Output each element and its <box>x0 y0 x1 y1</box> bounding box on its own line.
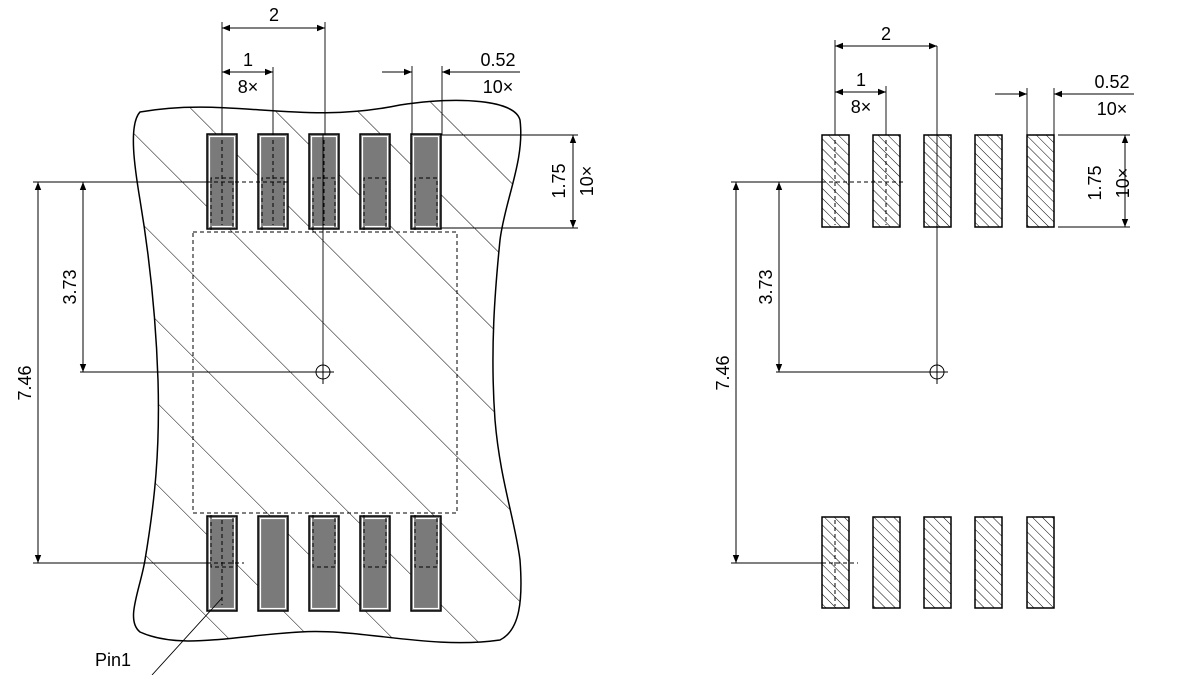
dim-half-span: 3.73 <box>60 181 312 373</box>
pad <box>410 515 442 612</box>
dim-full-span: 7.46 <box>713 181 822 564</box>
dim-label: 0.52 <box>1094 72 1129 92</box>
dim-pitch-1: 1 8× <box>835 70 887 135</box>
dim-full-span: 7.46 <box>15 181 210 564</box>
dim-pad-width: 0.52 10× <box>382 50 520 135</box>
dim-label: 3.73 <box>756 269 776 304</box>
dim-label: 1 <box>243 50 253 70</box>
dim-label: 1.75 <box>1085 165 1105 200</box>
right-view: 2 1 8× 0.52 10× 1.75 10× <box>713 24 1134 609</box>
dim-label: 2 <box>881 24 891 44</box>
pad <box>923 134 952 228</box>
top-pads-right <box>815 134 1055 228</box>
pad <box>974 516 1003 609</box>
dim-pitch-1: 1 8× <box>222 50 274 135</box>
dim-pitch-2: 2 <box>834 24 937 135</box>
bottom-pads-right <box>815 516 1055 609</box>
dim-label: 3.73 <box>60 269 80 304</box>
pad <box>923 516 952 609</box>
dim-count-label: 8× <box>238 77 259 97</box>
pad <box>1026 134 1055 228</box>
pin1-label: Pin1 <box>95 650 131 670</box>
pad <box>1026 516 1055 609</box>
dim-count-label: 10× <box>483 77 514 97</box>
dim-label: 2 <box>269 5 279 25</box>
dim-label: 1.75 <box>549 163 569 198</box>
dim-count-label: 8× <box>851 97 872 117</box>
center-mark <box>926 46 948 384</box>
dim-pitch-2: 2 <box>221 5 326 135</box>
dim-label: 7.46 <box>15 365 35 400</box>
dim-pad-length: 1.75 10× <box>1058 134 1133 228</box>
dim-count-label: 10× <box>1113 168 1133 199</box>
dim-pad-width: 0.52 10× <box>995 72 1134 135</box>
pad <box>257 515 289 612</box>
pin1-callout: Pin1 <box>95 597 223 675</box>
center-mark <box>312 134 334 384</box>
top-pads-left <box>200 133 442 230</box>
dim-count-label: 10× <box>1097 99 1128 119</box>
dim-label: 1 <box>856 70 866 90</box>
pad <box>872 516 901 609</box>
dim-label: 7.46 <box>713 355 733 390</box>
dim-count-label: 10× <box>577 166 597 197</box>
dim-half-span: 3.73 <box>756 181 926 373</box>
pad <box>359 515 391 612</box>
pad <box>410 133 442 230</box>
bottom-pads-left <box>200 515 442 612</box>
pad <box>974 134 1003 228</box>
pad <box>359 133 391 230</box>
dim-pad-length: 1.75 10× <box>441 134 597 229</box>
left-view: 2 1 8× 0.52 10× 1.75 10× <box>15 5 597 675</box>
dim-label: 0.52 <box>480 50 515 70</box>
pad <box>308 515 340 612</box>
